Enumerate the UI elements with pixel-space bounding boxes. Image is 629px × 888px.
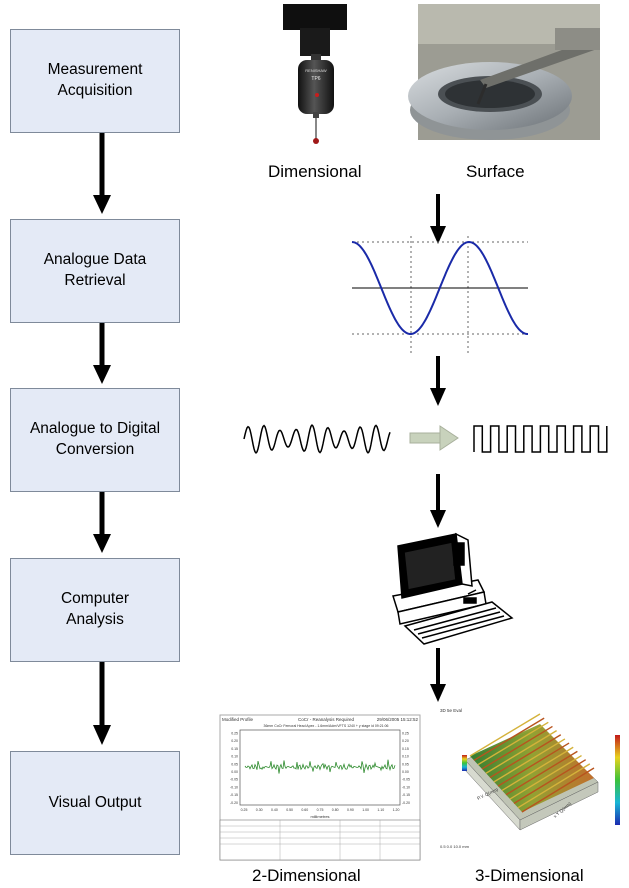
- report-y-tick-right: -0.20: [402, 801, 410, 805]
- analogue-sine-wave-graph: [351, 236, 528, 356]
- flow-step-measurement-acquisition: Measurement Acquisition: [10, 29, 180, 133]
- flow-step-label: Measurement Acquisition: [47, 61, 143, 99]
- three-dimensional-surface-thumbnail: 3D 5e Eval P.Y. Q(mm) x Y Q(mm) 0.5 0.0 …: [440, 708, 620, 849]
- report-y-tick-right: -0.05: [402, 778, 410, 782]
- surface-ridge: [501, 746, 574, 792]
- arrow-down: [430, 194, 446, 244]
- report-title-right: 29/06/2005 15:12:52: [377, 717, 419, 722]
- dimensional-probe-image: RENISHAW TP6: [283, 4, 347, 144]
- surface-ridge: [489, 734, 562, 779]
- surface-3d-corner-label: 3D 5e Eval: [440, 708, 462, 713]
- report-y-tick-right: 0.05: [402, 762, 409, 766]
- caption-2-dimensional: 2-Dimensional: [252, 866, 361, 885]
- flow-step-analogue-to-digital: Analogue to Digital Conversion: [10, 388, 180, 492]
- report-y-tick-right: -0.10: [402, 785, 410, 789]
- flow-arrow: [93, 662, 111, 745]
- flow-step-label: Visual Output: [48, 793, 142, 811]
- report-xlabel: millimetres: [310, 814, 329, 819]
- surface-ridge: [521, 767, 595, 813]
- arrow-down: [430, 356, 446, 406]
- flow-step-computer-analysis: Computer Analysis: [10, 558, 180, 662]
- report-x-tick: 0.25: [241, 808, 248, 812]
- report-title-center: CoCr - Reanalysis Required: [298, 717, 355, 722]
- caption-dimensional: Dimensional: [268, 162, 362, 181]
- report-y-tick: 0.20: [231, 739, 238, 743]
- surface-ridge: [469, 713, 541, 757]
- flow-step-label: Analogue Data Retrieval: [43, 251, 147, 289]
- surface-ridge: [505, 750, 578, 796]
- flow-arrow: [93, 133, 111, 214]
- report-x-tick: 1.00: [362, 808, 369, 812]
- report-y-tick: 0.00: [231, 770, 238, 774]
- two-dimensional-report-thumbnail: Modified Profile CoCr - Reanalysis Requi…: [219, 714, 421, 861]
- report-y-tick: 0.05: [231, 762, 238, 766]
- flow-step-label: Computer Analysis: [60, 590, 130, 628]
- report-y-tick-right: 0.20: [402, 739, 409, 743]
- colour-scale-bar: [615, 735, 620, 825]
- flow-step-analogue-data-retrieval: Analogue Data Retrieval: [10, 219, 180, 323]
- report-x-tick: 0.50: [286, 808, 293, 812]
- arrow-down: [430, 474, 446, 528]
- arrow-down: [430, 648, 446, 702]
- report-y-tick: -0.15: [230, 793, 238, 797]
- surface-ridge: [477, 721, 549, 766]
- report-x-tick: 0.30: [256, 808, 263, 812]
- report-y-tick-right: 0.10: [402, 755, 409, 759]
- surface-3d-footer: 0.5 0.0 10.0 mm: [440, 844, 470, 849]
- report-y-tick: -0.10: [230, 785, 238, 789]
- report-subtitle: 36mm CoCr Femoral Head Apex - 1.6mm/Adm/…: [264, 724, 389, 728]
- digital-signal-waveform: [473, 425, 608, 453]
- surface-ridge: [485, 730, 557, 774]
- surface-ridge: [509, 754, 582, 800]
- report-x-tick: 1.10: [377, 808, 384, 812]
- flow-step-visual-output: Visual Output: [10, 751, 180, 855]
- report-y-tick: 0.15: [231, 747, 238, 751]
- flow-arrow: [93, 323, 111, 384]
- profile-trace: [244, 759, 396, 774]
- gray-conversion-arrow: [409, 425, 459, 451]
- analogue-signal-waveform: [243, 423, 391, 454]
- flow-step-label: Analogue to Digital Conversion: [29, 420, 161, 458]
- surface-ridge: [497, 742, 570, 787]
- report-x-tick: 1.20: [393, 808, 400, 812]
- report-x-tick: 0.75: [317, 808, 324, 812]
- report-x-tick: 0.80: [332, 808, 339, 812]
- report-y-tick-right: 0.00: [402, 770, 409, 774]
- report-x-tick: 0.40: [271, 808, 278, 812]
- report-y-tick: 0.10: [231, 755, 238, 759]
- surface-ridge: [517, 763, 591, 809]
- caption-surface: Surface: [466, 162, 525, 181]
- report-x-tick: 0.90: [347, 808, 354, 812]
- surface-ridge: [473, 717, 545, 761]
- report-y-tick: 0.25: [231, 732, 238, 736]
- surface-ridge: [513, 759, 587, 804]
- report-y-tick-right: 0.15: [402, 747, 409, 751]
- surface-ridge: [481, 725, 553, 770]
- flow-arrow: [93, 492, 111, 553]
- probe-brand-text: RENISHAW: [305, 68, 327, 73]
- report-y-tick: -0.20: [230, 801, 238, 805]
- computer-icon: [392, 532, 514, 645]
- report-y-tick: -0.05: [230, 778, 238, 782]
- caption-3-dimensional: 3-Dimensional: [475, 866, 584, 885]
- report-y-tick-right: -0.15: [402, 793, 410, 797]
- report-title-left: Modified Profile: [222, 717, 254, 722]
- report-x-tick: 0.60: [301, 808, 308, 812]
- surface-ridge: [493, 738, 566, 783]
- report-y-tick-right: 0.25: [402, 732, 409, 736]
- surface-stylus-image: [408, 4, 600, 140]
- probe-model-text: TP6: [311, 76, 320, 82]
